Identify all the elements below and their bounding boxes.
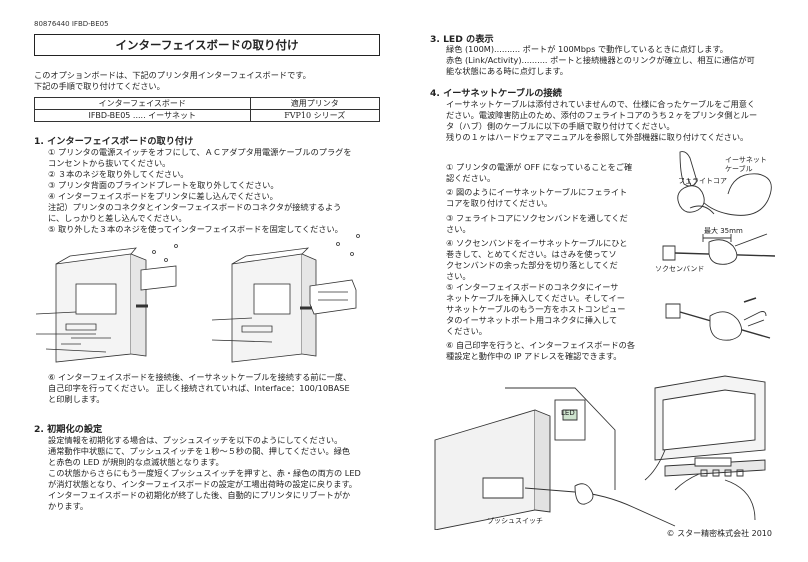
section3-line: 赤色 (Link/Activity).......... ポートと接続機器とのリ…	[446, 55, 755, 65]
ferrite-core-illustration	[660, 148, 780, 228]
document-id: 80876440 IFBD-BE05	[34, 20, 109, 28]
ethernet-cable-label: イーサネット ケーブル	[725, 156, 767, 173]
section2-line: が消灯状態となり、インターフェイスボードの設定が工場出荷時の設定に戻ります。	[48, 479, 357, 489]
table-cell-board: IFBD-BE05 ..... イーサネット	[34, 109, 251, 122]
section4-step-line: ネットケーブルを挿入してください。そしてイー	[446, 293, 625, 303]
section4-step-line: さい。	[446, 271, 471, 281]
section3-line: 緑色 (100M).......... ポートが 100Mbps で動作している…	[446, 44, 728, 54]
push-switch-label: プッシュスイッチ	[487, 517, 543, 525]
ferrite-core-label: フェライトコア	[678, 177, 727, 185]
table-header-board: インターフェイスボード	[34, 97, 251, 110]
section1-step-line: ⑤ 取り外した３本のネジを使ってインターフェイスボードを固定してください。	[48, 224, 343, 234]
section1-step-line: コンセントから抜いてください。	[48, 158, 171, 168]
section4-step-line: 種設定と動作中の IP アドレスを確認できます。	[446, 351, 622, 361]
section2-line: この状態からさらにもう一度短くプッシュスイッチを押すと、赤・緑色の両方の LED	[48, 468, 361, 478]
section4-intro-line: イーサネットケーブルは添付されていませんので、仕様に合ったケーブルをご用意く	[446, 99, 756, 109]
section4-step-line: 認ください。	[446, 173, 496, 183]
section4-step-line: ① プリンタの電源が OFF になっていることをご確	[446, 162, 633, 172]
section4-step-line: ⑤ インターフェイスボードのコネクタにイーサ	[446, 282, 619, 292]
section2-line: 通常動作中状態にて、プッシュスイッチを１秒～５秒の間、押してください。緑色	[48, 446, 351, 456]
section1-step-line: ② ３本のネジを取り外してください。	[48, 169, 189, 179]
section4-step-line: 巻きして、とめてください。はさみを使ってソ	[446, 249, 617, 259]
section4-step-line: タのイーサネットポート用コネクタに挿入して	[446, 315, 618, 325]
copyright-footer: © スター精密株式会社 2010	[666, 529, 772, 538]
section1-heading: 1. インターフェイスボードの取り付け	[34, 136, 194, 147]
section4-step-line: ③ フェライトコアにソクセンバンドを通してくだ	[446, 213, 628, 223]
max-35mm-label: 最大 35mm	[704, 227, 743, 235]
section2-heading: 2. 初期化の設定	[34, 424, 103, 435]
section1-step-line: 注記）プリンタのコネクタとインターフェイスボードのコネクタが接続するよう	[48, 202, 342, 212]
section1-step-line: ④ インターフェイスボードをプリンタに差し込んでください。	[48, 191, 278, 201]
section4-intro-line: 残りの１ヶはハードウェアマニュアルを参照して外部機器に取り付けてください。	[446, 132, 749, 142]
section3-heading: 3. LED の表示	[430, 34, 494, 45]
section4-intro-line: タ（ハブ）側のケーブルに以下の手順で取り付けてください。	[446, 121, 675, 131]
table-header-printer: 適用プリンタ	[249, 97, 380, 110]
intro-line-1: このオプションボードは、下記のプリンタ用インターフェイスボードです。	[34, 70, 311, 80]
section2-line: 設定情報を初期化する場合は、プッシュスイッチを以下のようにしてください。	[48, 435, 343, 445]
connection-illustration	[425, 370, 775, 530]
section4-step-line: ⑥ 自己印字を行うと、インターフェイスボードの各	[446, 340, 636, 350]
section4-step-line: ④ ソクセンバンドをイーサネットケーブルにひと	[446, 238, 628, 248]
board-install-illustration-1	[36, 234, 196, 364]
band-cut-illustration	[660, 290, 780, 352]
section2-line: と赤色の LED が規則的な点滅状態となります。	[48, 457, 224, 467]
section2-line: かります。	[48, 501, 89, 511]
section4-step-line: サネットケーブルのもう一方をホストコンピュー	[446, 304, 626, 314]
section4-heading: 4. イーサネットケーブルの接続	[430, 88, 562, 99]
section2-line: インターフェイスボードの初期化が終了した後、自動的にプリンタにリブートがか	[48, 490, 351, 500]
sokusen-band-label: ソクセンバンド	[655, 265, 705, 273]
page-title: インターフェイスボードの取り付け	[34, 34, 380, 56]
section1-step6-line: と印刷します。	[48, 394, 105, 404]
table-cell-printer: FVP10 シリーズ	[249, 109, 380, 122]
sokusen-band-illustration	[655, 228, 785, 278]
board-install-illustration-2	[212, 230, 372, 364]
section1-step-line: に、しっかりと差し込んでください。	[48, 213, 187, 223]
section1-step6-line: ⑥ インターフェイスボードを接続後、イーサネットケーブルを接続する前に一度、	[48, 372, 352, 382]
section4-step-line: ② 図のようにイーサネットケーブルにフェライト	[446, 187, 628, 197]
section1-step-line: ③ プリンタ背面のブラインドプレートを取り外してください。	[48, 180, 279, 190]
section4-step-line: クセンバンドの余った部分を切り落としてくだ	[446, 260, 618, 270]
section4-step-line: さい。	[446, 224, 471, 234]
intro-line-2: 下記の手順で取り付けてください。	[34, 81, 165, 91]
led-label: LED	[561, 409, 575, 417]
section1-step-line: ① プリンタの電源スイッチをオフにして、ＡＣアダプタ用電源ケーブルのプラグを	[48, 147, 352, 157]
section1-step6-line: 自己印字を行ってください。 正しく接続されていれば、Interface：100/…	[48, 383, 350, 393]
section4-step-line: ください。	[446, 326, 487, 336]
section3-line: 能な状態にある時に点灯します。	[446, 66, 568, 76]
section4-step-line: コアを取り付けてください。	[446, 198, 553, 208]
section4-intro-line: ださい。電波障害防止のため、添付のフェライトコアのうち２ヶをプリンタ側とルー	[446, 110, 758, 120]
spec-table: インターフェイスボード 適用プリンタ IFBD-BE05 ..... イーサネッ…	[34, 97, 380, 122]
